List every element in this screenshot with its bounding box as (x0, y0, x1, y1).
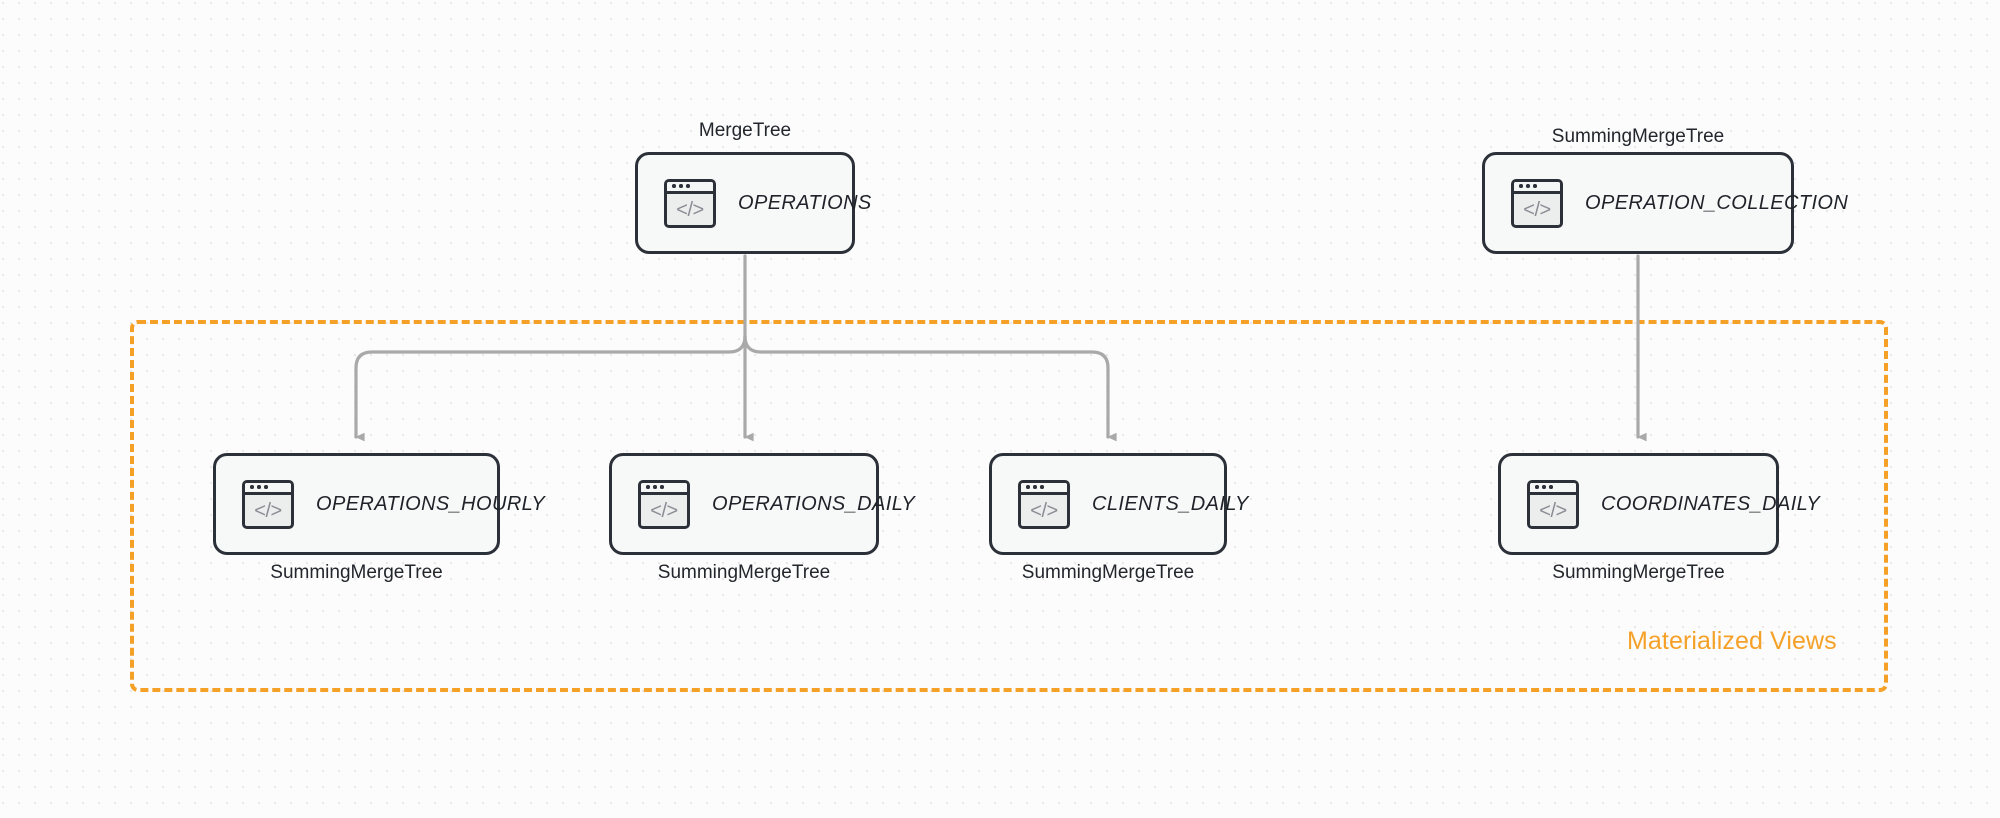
icon-titlebar-dot (1533, 184, 1537, 188)
icon-titlebar (1021, 482, 1067, 495)
icon-titlebar (245, 482, 291, 495)
icon-titlebar-dot (646, 485, 650, 489)
icon-titlebar-dot (686, 184, 690, 188)
code-window-icon: </> (1511, 178, 1563, 228)
icon-titlebar-dot (1026, 485, 1030, 489)
code-window-icon: </> (1018, 479, 1070, 529)
icon-titlebar (1530, 482, 1576, 495)
table-node-operation_collection[interactable]: </> OPERATION_COLLECTION (1482, 152, 1848, 254)
engine-caption-operations: MergeTree (698, 120, 792, 141)
materialized-views-group (130, 320, 1888, 692)
icon-titlebar-dot (264, 485, 268, 489)
icon-titlebar-dot (250, 485, 254, 489)
icon-code-glyph: </> (650, 499, 678, 522)
table-node-label: OPERATIONS_DAILY (712, 492, 916, 515)
table-node-coordinates_daily[interactable]: </> COORDINATES_DAILY (1498, 453, 1820, 555)
engine-caption-operations_daily: SummingMergeTree (657, 562, 831, 583)
table-node-label: OPERATIONS (738, 191, 872, 214)
icon-titlebar-dot (653, 485, 657, 489)
icon-titlebar (1514, 181, 1560, 194)
icon-titlebar-dot (679, 184, 683, 188)
icon-titlebar-dot (1542, 485, 1546, 489)
engine-caption-operation_collection: SummingMergeTree (1551, 126, 1725, 147)
engine-caption-clients_daily: SummingMergeTree (1021, 562, 1195, 583)
icon-titlebar (641, 482, 687, 495)
icon-code-glyph: </> (1539, 499, 1567, 522)
icon-titlebar-dot (672, 184, 676, 188)
icon-titlebar-dot (1033, 485, 1037, 489)
code-window-icon: </> (242, 479, 294, 529)
table-node-label: CLIENTS_DAILY (1092, 492, 1249, 515)
icon-titlebar (667, 181, 713, 194)
materialized-views-label: Materialized Views (1627, 627, 1837, 655)
table-node-label: OPERATIONS_HOURLY (316, 492, 546, 515)
table-node-label: COORDINATES_DAILY (1601, 492, 1821, 515)
icon-titlebar-dot (1526, 184, 1530, 188)
table-node-clients_daily[interactable]: </> CLIENTS_DAILY (989, 453, 1248, 555)
icon-code-glyph: </> (676, 198, 704, 221)
table-node-operations_hourly[interactable]: </> OPERATIONS_HOURLY (213, 453, 545, 555)
icon-titlebar-dot (660, 485, 664, 489)
icon-titlebar-dot (1535, 485, 1539, 489)
engine-caption-coordinates_daily: SummingMergeTree (1552, 562, 1725, 583)
table-node-operations_daily[interactable]: </> OPERATIONS_DAILY (609, 453, 915, 555)
engine-caption-operations_hourly: SummingMergeTree (270, 562, 443, 583)
icon-code-glyph: </> (254, 499, 282, 522)
icon-titlebar-dot (1040, 485, 1044, 489)
table-node-label: OPERATION_COLLECTION (1585, 191, 1849, 214)
table-node-operations[interactable]: </> OPERATIONS (635, 152, 871, 254)
icon-titlebar-dot (257, 485, 261, 489)
code-window-icon: </> (664, 178, 716, 228)
icon-code-glyph: </> (1030, 499, 1058, 522)
icon-titlebar-dot (1519, 184, 1523, 188)
icon-titlebar-dot (1549, 485, 1553, 489)
code-window-icon: </> (638, 479, 690, 529)
icon-code-glyph: </> (1523, 198, 1551, 221)
code-window-icon: </> (1527, 479, 1579, 529)
